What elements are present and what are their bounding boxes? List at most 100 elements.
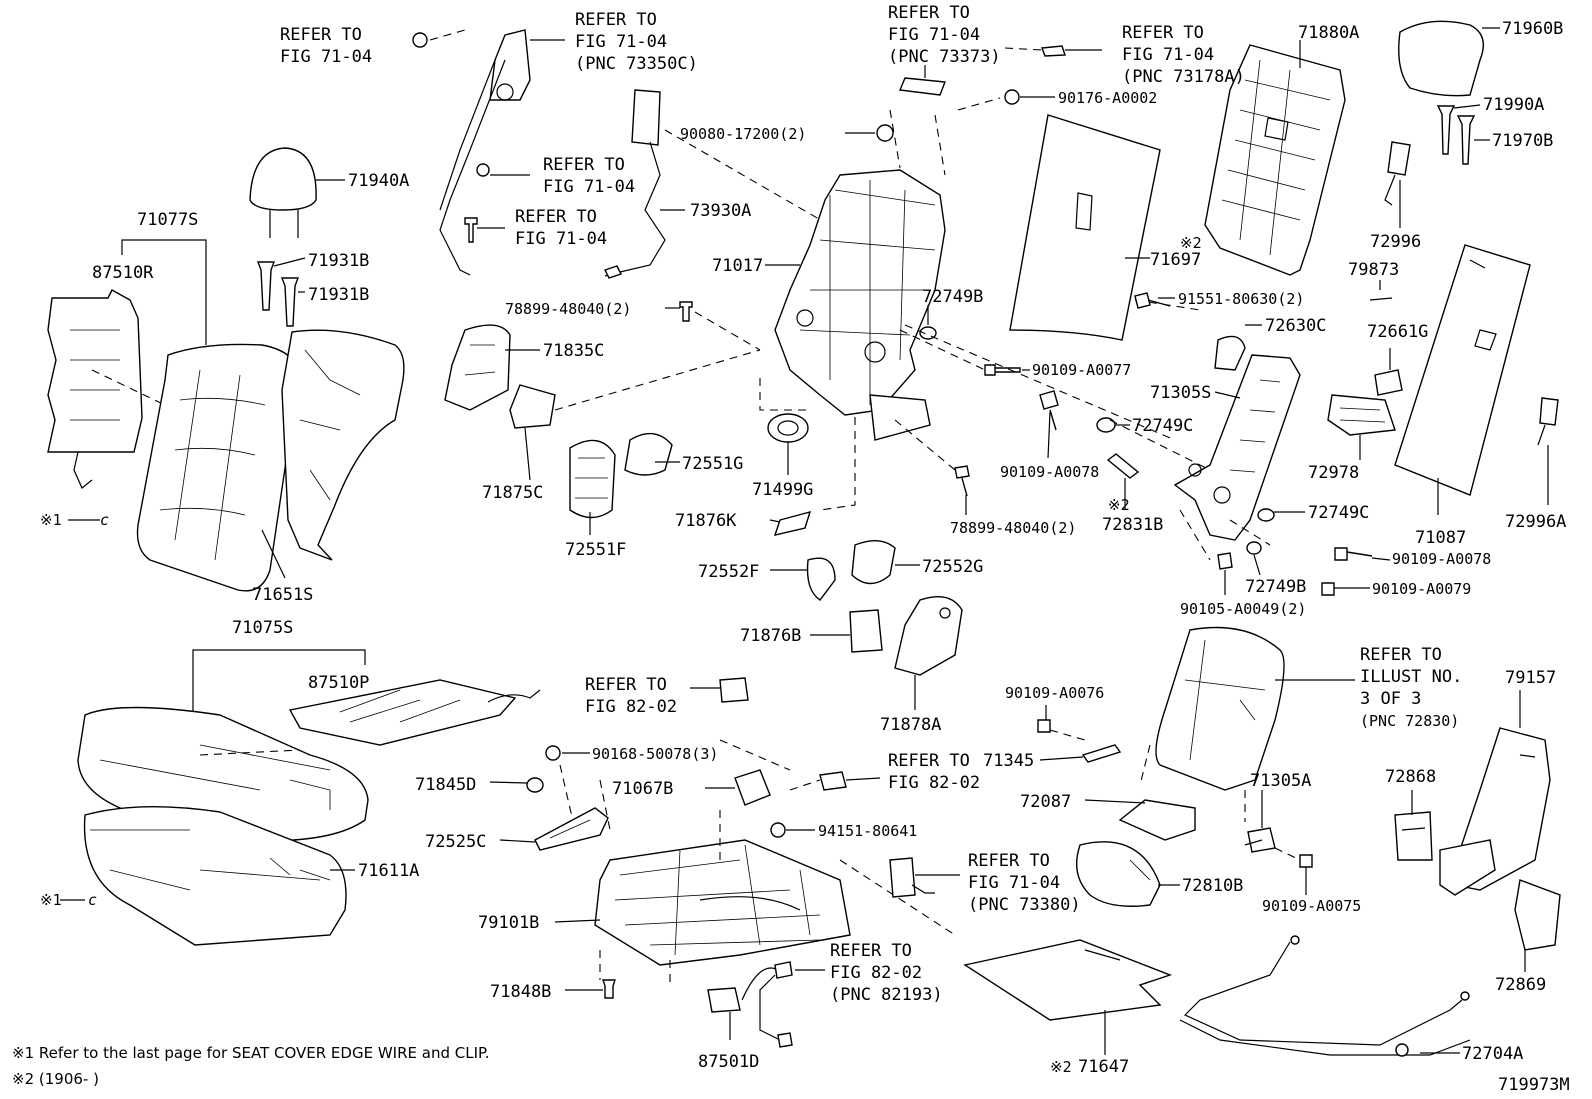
label-71876k: 71876K <box>675 511 737 531</box>
connector-73178a <box>1041 45 1066 57</box>
cover-72551g <box>624 432 673 476</box>
connector-73380 <box>889 857 935 898</box>
label-72869: 72869 <box>1495 975 1546 995</box>
label-72551g: 72551G <box>682 454 743 474</box>
cover-72525c <box>534 807 609 851</box>
label-72831b: 72831B <box>1102 515 1163 535</box>
label-87501d: 87501D <box>698 1052 759 1072</box>
ref-7104-73350c-l2: FIG 71-04 <box>575 32 667 52</box>
cover-72810b <box>1076 841 1161 907</box>
connector-8202-a <box>719 677 749 703</box>
label-71499g: 71499G <box>752 480 813 500</box>
part-79873 <box>1369 297 1393 301</box>
clip-71848b <box>602 979 616 999</box>
label-71835c: 71835C <box>543 341 604 361</box>
label-72810b: 72810B <box>1182 876 1243 896</box>
harness-82193 <box>759 961 793 1048</box>
harness-73930a <box>604 89 666 279</box>
ref-7104-73373-l2: FIG 71-04 <box>888 25 980 45</box>
connector-73373 <box>898 77 946 96</box>
ref-7104-b-l2: FIG 71-04 <box>543 177 635 197</box>
label-71880a: 71880A <box>1298 23 1359 43</box>
ref-7104-73380-l2: FIG 71-04 <box>968 873 1060 893</box>
bracket-71875c <box>509 384 556 429</box>
ref-7104-a-l1: REFER TO <box>280 25 362 45</box>
label-72749b-a: 72749B <box>922 287 983 307</box>
ref-8202-82193-l1: REFER TO <box>830 941 912 961</box>
clip-note-1a: ※1 <box>40 511 62 529</box>
label-71075s: 71075S <box>232 618 293 638</box>
bolt-refer-c <box>464 217 478 243</box>
sensor-87501d <box>707 967 779 1013</box>
bolt-90109-a0078-b <box>1334 547 1373 561</box>
footnote-1: ※1 Refer to the last page for SEAT COVER… <box>12 1044 489 1062</box>
label-90168: 90168-50078(3) <box>592 745 718 763</box>
headrest-71960b <box>1398 20 1484 97</box>
bolt-90109-a0078-a <box>1039 390 1059 431</box>
ref-7104-73178a-l3: (PNC 73178A) <box>1122 67 1245 87</box>
label-72087: 72087 <box>1020 792 1071 812</box>
label-71876b: 71876B <box>740 626 801 646</box>
label-71970b: 71970B <box>1492 131 1553 151</box>
seat-cushion-frame-71611a <box>83 805 347 946</box>
label-90109-a0077: 90109-A0077 <box>1032 361 1131 379</box>
ref-7104-73373-l3: (PNC 73373) <box>888 47 1001 67</box>
label-71345: 71345 <box>983 751 1034 771</box>
nut-94151 <box>770 822 786 838</box>
seatback-board-71697 <box>1009 114 1161 341</box>
diagram-id: 719973M <box>1498 1075 1570 1095</box>
wire-71067b <box>734 769 771 806</box>
cover-72869 <box>1514 879 1561 951</box>
label-71067b: 71067B <box>612 779 673 799</box>
label-71305a: 71305A <box>1250 771 1311 791</box>
label-72661g: 72661G <box>1367 322 1428 342</box>
label-72552g: 72552G <box>922 557 983 577</box>
label-78899-b: 78899-48040(2) <box>950 519 1076 537</box>
nut-90080 <box>876 124 894 142</box>
label-94151: 94151-80641 <box>818 822 917 840</box>
label-71647: 71647 <box>1078 1057 1129 1077</box>
washer-72749c-a <box>1096 417 1116 433</box>
label-72704a: 72704A <box>1462 1044 1523 1064</box>
label-71305s: 71305S <box>1150 383 1211 403</box>
label-78899-a: 78899-48040(2) <box>505 300 631 318</box>
ref-8202-b-l2: FIG 82-02 <box>888 773 980 793</box>
label-71017: 71017 <box>712 256 763 276</box>
nut-90176 <box>1004 89 1020 105</box>
bolt-90109-a0077 <box>984 364 1021 376</box>
ref-7104-73350c-l1: REFER TO <box>575 10 657 30</box>
label-90109-a0076: 90109-A0076 <box>1005 684 1104 702</box>
recliner-71305s <box>1173 354 1301 541</box>
heater-pad-87510r <box>47 289 143 489</box>
pin-72831b <box>1106 453 1140 479</box>
ref-7104-73373-l1: REFER TO <box>888 3 970 23</box>
label-71848b: 71848B <box>490 982 551 1002</box>
ref-illust-l4: (PNC 72830) <box>1360 712 1459 730</box>
label-71990a: 71990A <box>1483 95 1544 115</box>
label-71931b-a: 71931B <box>308 251 369 271</box>
bolt-91551 <box>1134 292 1171 309</box>
knob-72551f <box>569 439 616 519</box>
ref-8202-a-l1: REFER TO <box>585 675 667 695</box>
ref-7104-73178a-l2: FIG 71-04 <box>1122 45 1214 65</box>
label-71611a: 71611A <box>358 861 419 881</box>
guides-71990a-71970b <box>1436 105 1476 165</box>
ref-7104-a-l2: FIG 71-04 <box>280 47 372 67</box>
label-71940a: 71940A <box>348 171 409 191</box>
label-71647-note: ※2 <box>1050 1058 1072 1076</box>
label-73930a: 73930A <box>690 201 751 221</box>
label-90109-a0079: 90109-A0079 <box>1372 580 1471 598</box>
ref-7104-73178a-l1: REFER TO <box>1122 23 1204 43</box>
nut-71845d <box>526 777 544 793</box>
label-87510p: 87510P <box>308 673 369 693</box>
mat-71647 <box>963 939 1173 1021</box>
bracket-71876b <box>849 609 883 653</box>
label-79101b: 79101B <box>478 913 539 933</box>
bracket-72661g <box>1374 369 1403 396</box>
label-72749b-b: 72749B <box>1245 577 1306 597</box>
cover-79157 <box>1439 727 1551 896</box>
ref-7104-c-l2: FIG 71-04 <box>515 229 607 249</box>
ref-7104-b-l1: REFER TO <box>543 155 625 175</box>
ref-7104-73380-l3: (PNC 73380) <box>968 895 1081 915</box>
